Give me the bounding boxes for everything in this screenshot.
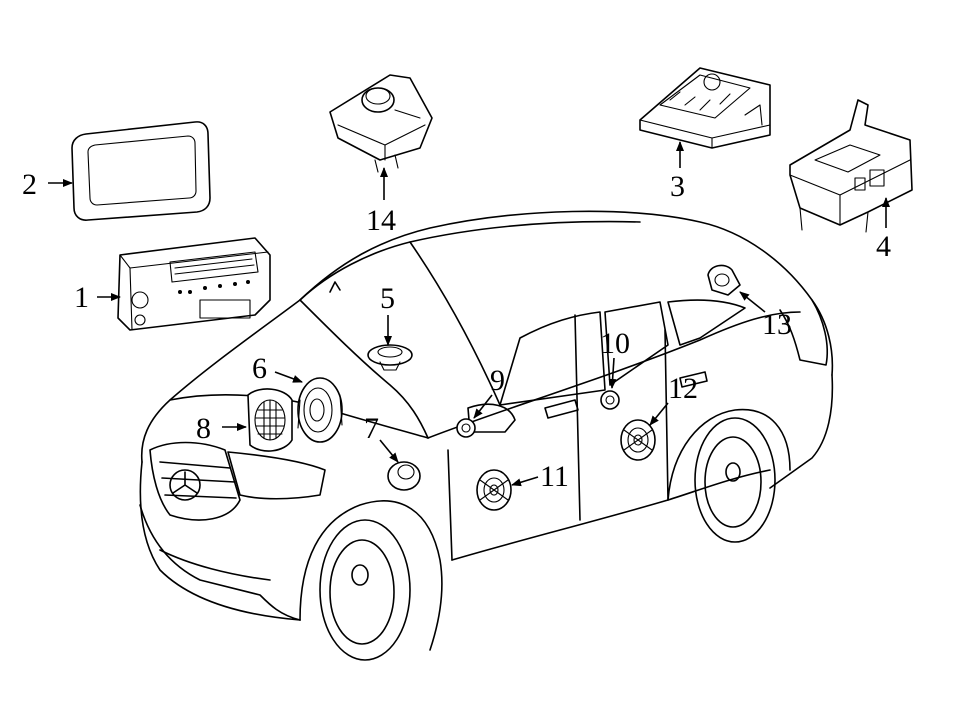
part-9-speaker: [456, 418, 476, 438]
callout-6: 6: [252, 352, 267, 385]
callout-4: 4: [876, 230, 891, 263]
part-5-speaker: [367, 344, 413, 371]
arrow-12: [649, 402, 669, 426]
part-1-head-unit: [117, 237, 271, 331]
callout-2: 2: [22, 168, 37, 201]
callout-11: 11: [540, 460, 569, 493]
callout-3: 3: [670, 170, 685, 203]
part-12-woofer: [620, 419, 656, 461]
part-10-speaker: [600, 390, 620, 410]
arrow-6: [274, 371, 303, 383]
callout-12: 12: [668, 372, 698, 405]
part-6-speaker: [297, 377, 343, 443]
part-3-control-module: [639, 67, 771, 149]
part-8-speaker-grille: [247, 388, 293, 452]
part-13-speaker: [707, 264, 741, 296]
arrow-9: [473, 394, 493, 419]
callout-5: 5: [380, 282, 395, 315]
arrow-7: [379, 439, 399, 463]
callout-7: 7: [364, 412, 379, 445]
callout-arrows: [48, 141, 890, 487]
callout-8: 8: [196, 412, 211, 445]
part-11-woofer: [476, 469, 512, 511]
part-7-tweeter: [387, 461, 421, 491]
arrow-10: [608, 357, 617, 389]
arrow-11: [511, 476, 539, 487]
arrow-13: [739, 291, 766, 313]
vehicle-outline: [139, 210, 834, 661]
part-2-display: [71, 121, 211, 221]
callout-14: 14: [366, 204, 396, 237]
callout-1: 1: [74, 281, 89, 314]
callout-10: 10: [600, 327, 630, 360]
callout-9: 9: [490, 364, 505, 397]
callout-labels: 1 2 3 4 5 6 7 8 9 10 11 12 13 14: [22, 168, 891, 493]
part-4-bracket: [789, 99, 913, 233]
part-14-controller: [329, 74, 433, 173]
callout-13: 13: [762, 308, 792, 341]
